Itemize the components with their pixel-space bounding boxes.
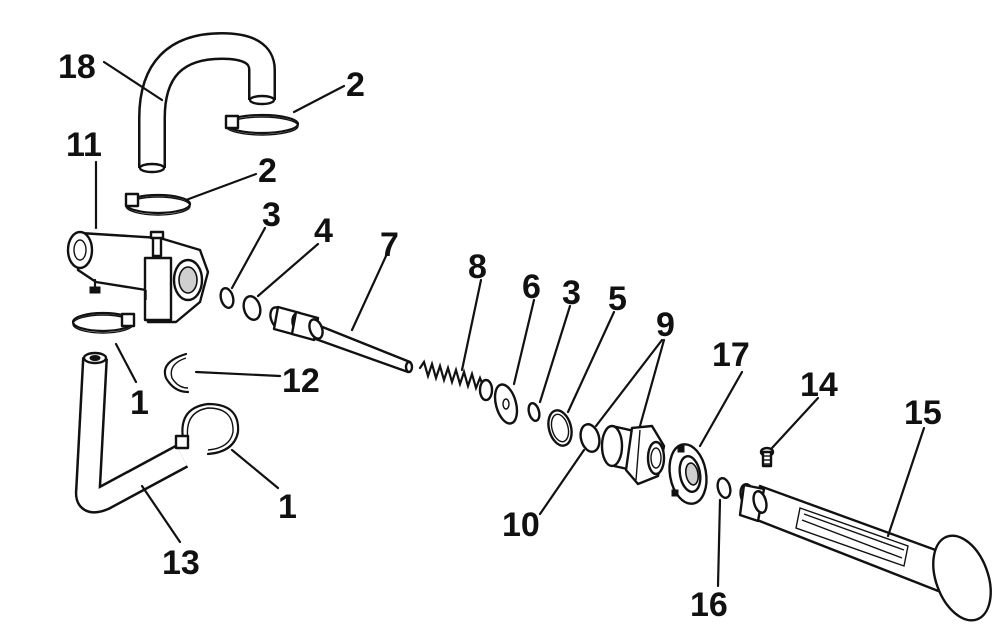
part-4-o-ring	[242, 295, 262, 321]
callout-14: 14	[800, 366, 838, 404]
leader-16	[716, 498, 722, 588]
part-16-o-ring	[716, 477, 732, 499]
callout-7: 7	[380, 226, 399, 264]
callout-6: 6	[522, 268, 541, 306]
leader-6	[512, 298, 536, 386]
leader-12	[194, 370, 282, 378]
part-14-screw	[759, 446, 775, 468]
callout-11: 11	[66, 126, 102, 164]
leader-10	[538, 448, 586, 516]
callout-10: 10	[502, 506, 540, 544]
callout-15: 15	[904, 394, 942, 432]
callout-4: 4	[314, 212, 333, 250]
part-5-o-ring	[547, 409, 573, 447]
part-1-lower-clamp	[174, 402, 240, 456]
leader-18	[102, 60, 164, 102]
leader-3a	[230, 226, 267, 290]
callout-5: 5	[608, 280, 627, 318]
part-2-upper-clamp	[224, 113, 300, 136]
part-17-retainer	[668, 443, 708, 505]
leader-17	[698, 370, 744, 448]
part-3-o-ring-b	[527, 402, 541, 422]
callout-13: 13	[162, 544, 200, 582]
callout-8: 8	[468, 248, 487, 286]
part-13-lower-hose	[74, 351, 189, 514]
leader-1a	[114, 342, 138, 384]
part-6-washer	[493, 383, 519, 425]
part-1-upper-clamp	[71, 311, 136, 334]
leader-1b	[230, 448, 280, 490]
leader-2a	[292, 84, 346, 114]
callout-16: 16	[690, 586, 728, 624]
callout-17: 17	[712, 336, 750, 374]
part-11-housing	[66, 230, 210, 324]
callout-1-lower: 1	[278, 488, 297, 526]
part-15-handle	[738, 483, 992, 622]
part-12-snap-ring	[163, 352, 190, 394]
part-2-lower-clamp	[124, 192, 192, 216]
leader-8	[460, 278, 483, 372]
leader-5	[566, 310, 616, 414]
part-9-valve-body	[600, 424, 666, 486]
part-3-o-ring	[219, 287, 235, 309]
callout-labels: 18 2 11 2 3 4 7 8 6 3 5 9 17 14 15 1 12 …	[58, 48, 942, 624]
leader-4	[256, 242, 320, 298]
leader-14	[770, 396, 820, 450]
leader-2b	[184, 172, 258, 202]
leader-9b	[638, 338, 666, 428]
part-10-o-ring	[579, 423, 601, 453]
leader-9a	[594, 338, 664, 428]
leader-7	[350, 254, 388, 332]
part-7-valve-stem	[269, 305, 414, 374]
leader-3b	[538, 304, 572, 404]
leader-15	[886, 426, 926, 538]
callout-9: 9	[656, 306, 675, 344]
callout-2-upper: 2	[346, 66, 365, 104]
callout-3-right: 3	[562, 274, 581, 312]
part-18-upper-hose	[138, 32, 276, 174]
callout-12: 12	[282, 362, 320, 400]
leader-13	[140, 484, 182, 544]
callout-18: 18	[58, 48, 96, 86]
callout-1-upper: 1	[130, 384, 149, 422]
callout-3-left: 3	[262, 196, 281, 234]
part-8-spring	[418, 359, 494, 402]
leader-lines	[94, 60, 926, 588]
callout-2-lower: 2	[258, 152, 277, 190]
